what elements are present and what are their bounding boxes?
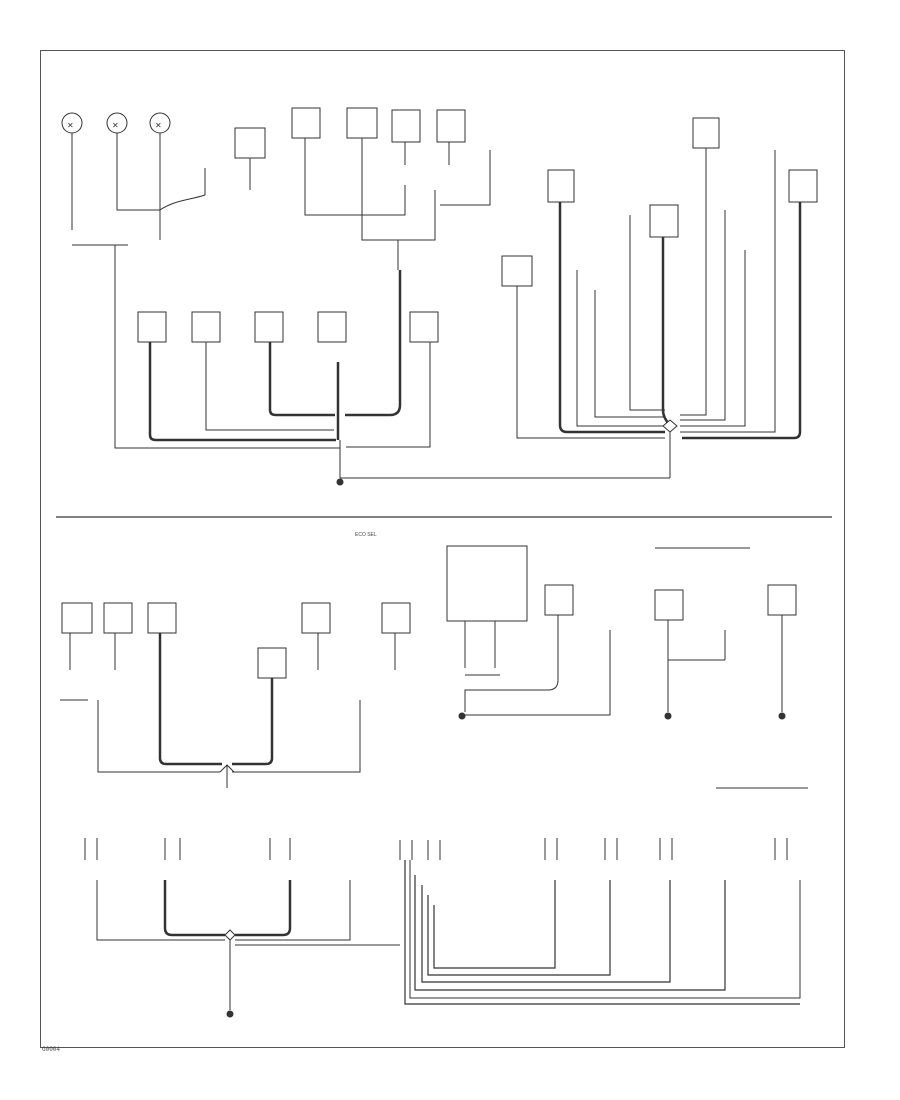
section-divider-label: ECO SEL xyxy=(355,532,377,538)
component-box-group-lower xyxy=(61,545,797,679)
connector-pair-group-bottom xyxy=(84,838,788,860)
component-box-group-top xyxy=(234,107,818,287)
diagram-code-label: G0004 xyxy=(42,1046,61,1053)
component-box-group-mid xyxy=(137,311,439,343)
lamp-icon: ✕ xyxy=(155,121,162,130)
lamp-icon: ✕ xyxy=(112,121,119,130)
lamp-icon: ✕ xyxy=(67,121,74,130)
diagram-frame xyxy=(40,50,845,1048)
